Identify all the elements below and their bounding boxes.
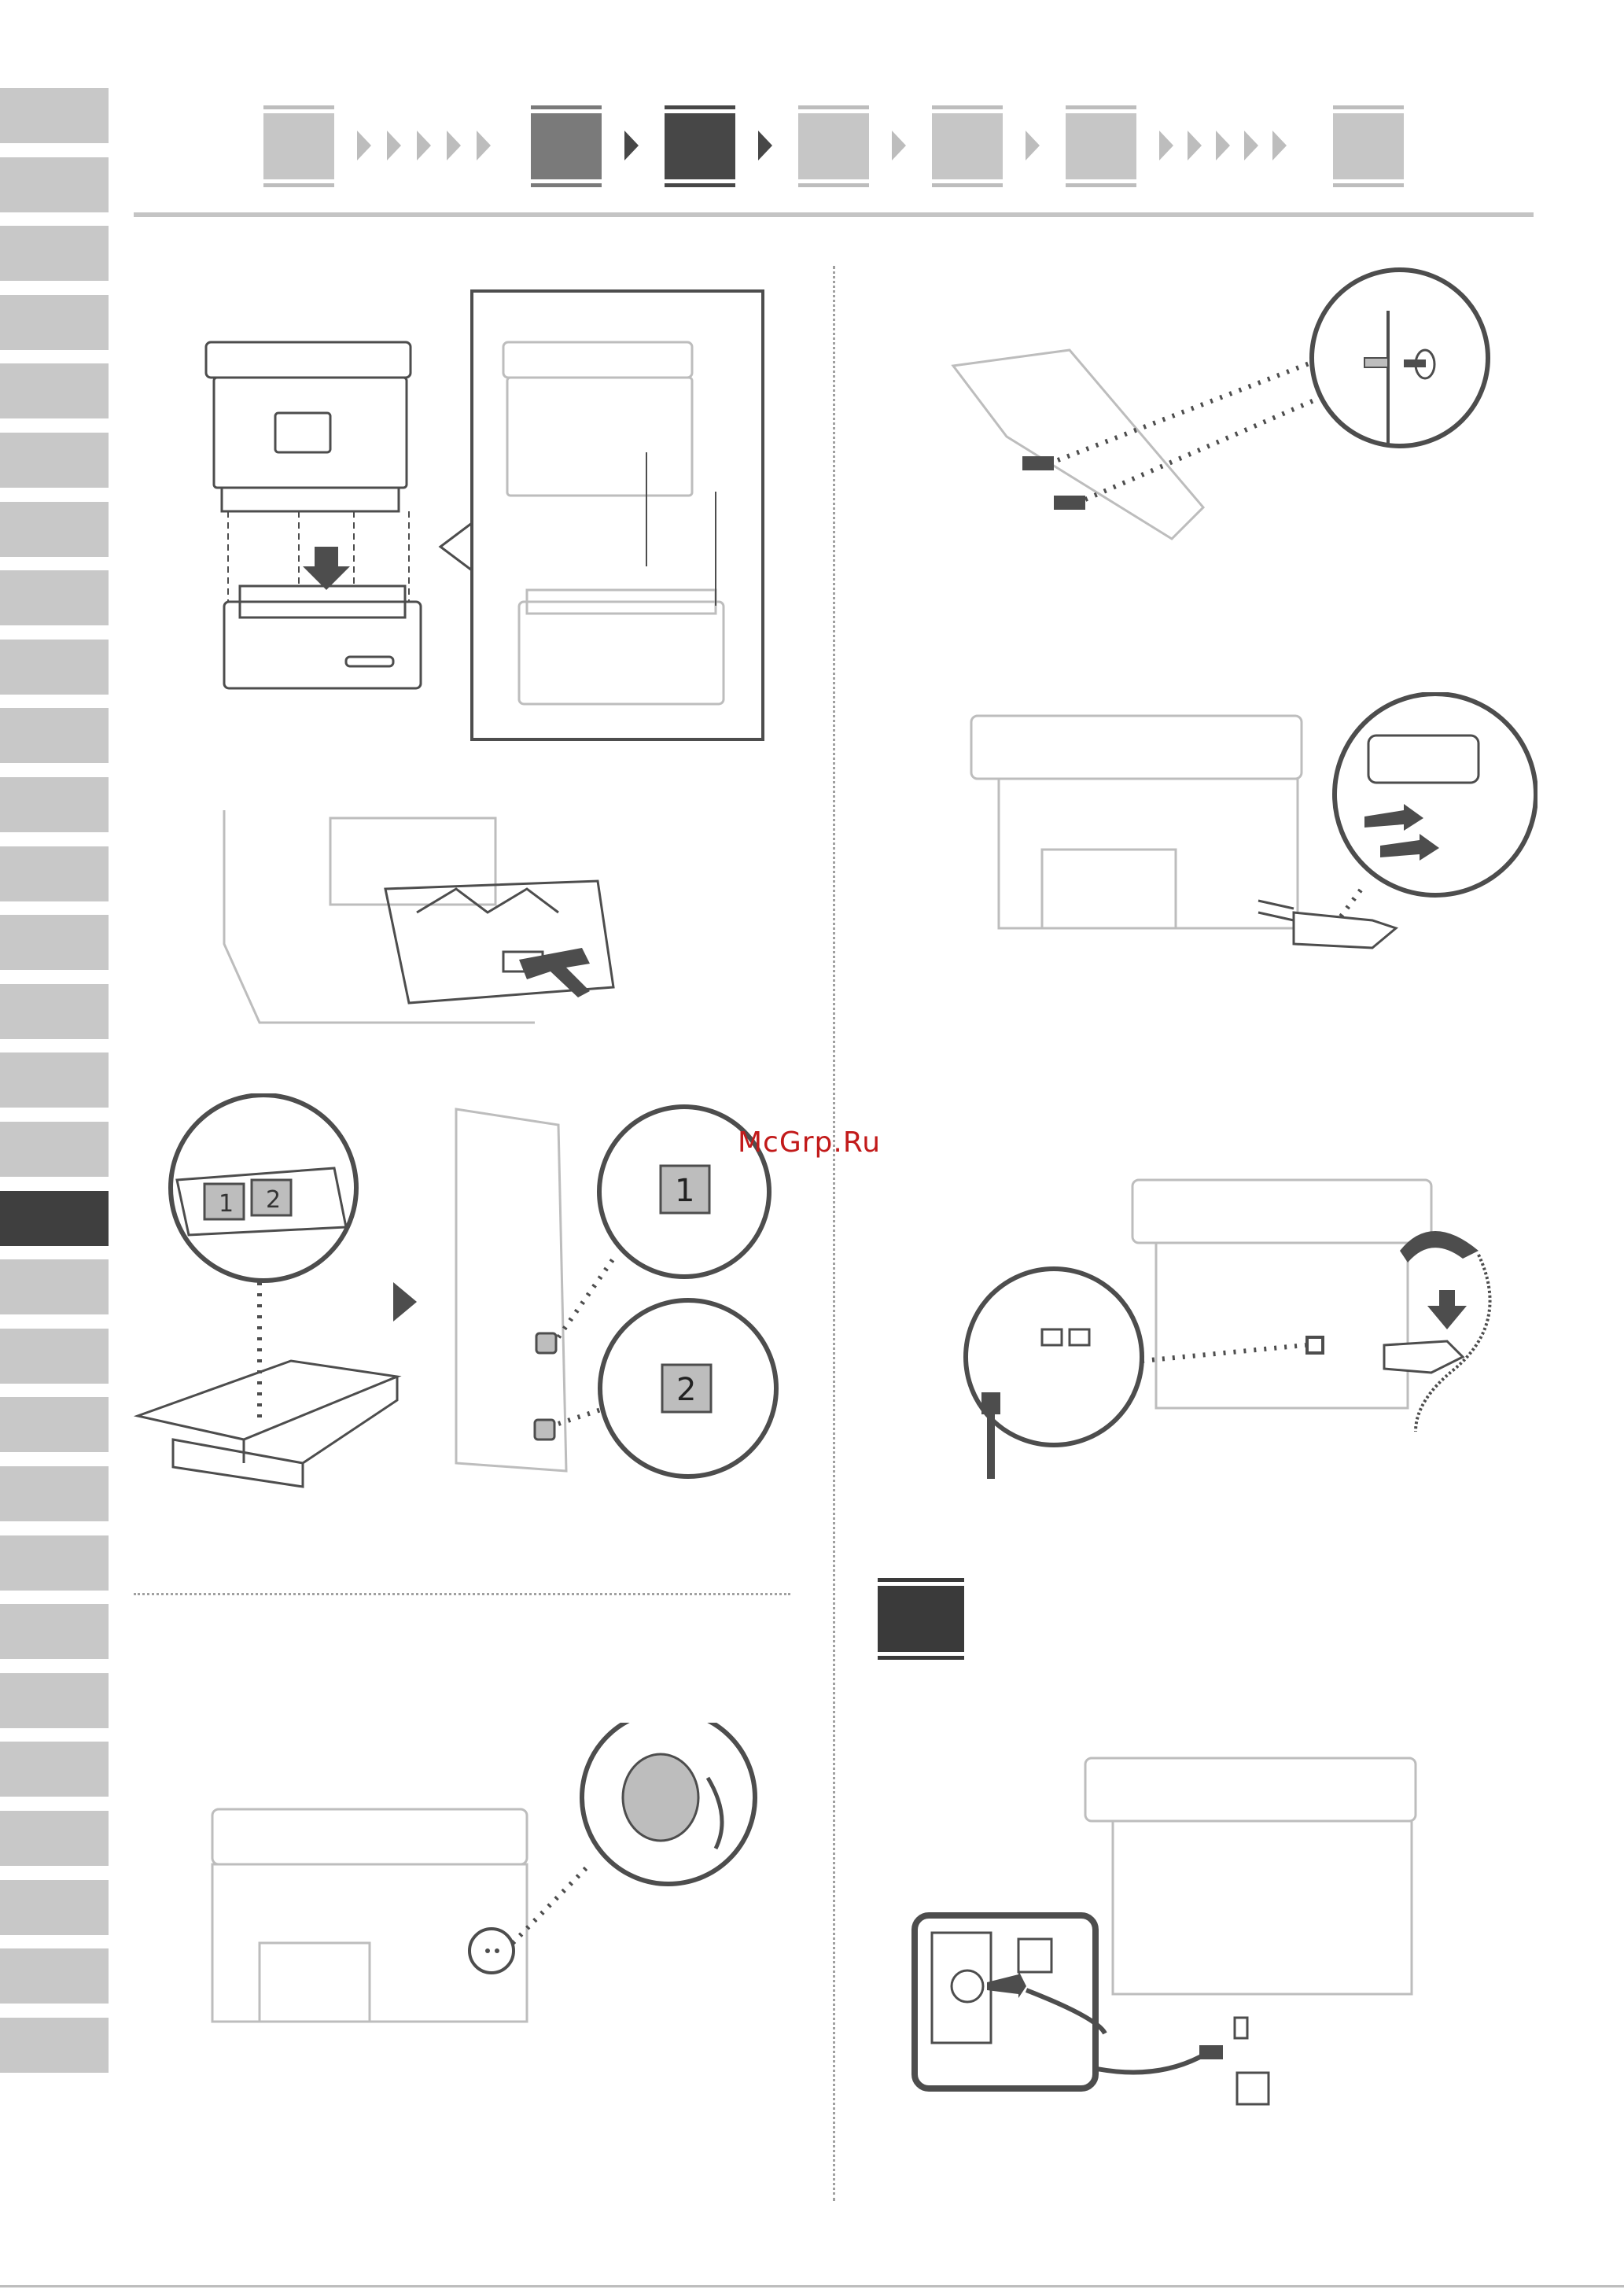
section-tab (0, 1122, 109, 1177)
section-tab (0, 1052, 109, 1108)
section-tab (0, 502, 109, 557)
tray-2-label: 2 (676, 1372, 696, 1408)
section-tab (0, 1466, 109, 1521)
section-tab (0, 433, 109, 488)
step-2 (531, 105, 602, 187)
section-tab (0, 157, 109, 212)
section-tab (0, 1811, 109, 1866)
label-2-text: 2 (266, 1186, 281, 1214)
section-tab (0, 1535, 109, 1591)
current-step-marker (878, 1578, 964, 1660)
arrow-chevrons-icon (354, 127, 511, 164)
section-tab (0, 1742, 109, 1797)
section-tab (0, 226, 109, 281)
footer-rule (0, 2285, 1624, 2287)
header-rule (134, 212, 1534, 217)
section-tab (0, 708, 109, 763)
arrow-right-icon (1022, 127, 1046, 164)
handset-cable-illustration (959, 1164, 1534, 1502)
section-tab (0, 1397, 109, 1452)
label-1-text: 1 (219, 1190, 234, 1218)
illustration-handset-cable (959, 1164, 1534, 1506)
attach-holder-illustration (963, 692, 1537, 1030)
remove-cap-illustration (204, 1723, 771, 2085)
watermark-text: McGrp.Ru (738, 1126, 881, 1159)
step-1 (263, 105, 334, 187)
step-4 (798, 105, 869, 187)
section-tab (0, 1191, 109, 1246)
arrow-right-icon (889, 127, 912, 164)
column-divider (833, 266, 835, 2201)
arrow-right-icon (621, 127, 645, 164)
step-3 (665, 105, 735, 187)
section-tab (0, 915, 109, 970)
handset-screws-illustration (944, 264, 1518, 562)
section-divider (134, 1593, 790, 1595)
arrow-right-icon (755, 127, 779, 164)
section-tab (0, 363, 109, 418)
section-tab (0, 1604, 109, 1659)
section-tab (0, 984, 109, 1039)
section-tab (0, 1673, 109, 1728)
illustration-insert-drawer (220, 802, 661, 1041)
printer-on-feeder-illustration (197, 287, 771, 743)
section-tab (0, 846, 109, 901)
section-tab (0, 295, 109, 350)
illustration-attach-holder (963, 692, 1537, 1034)
section-tab (0, 1948, 109, 2004)
illustration-attach-feeder (197, 287, 771, 747)
step-7 (1333, 105, 1404, 187)
illustration-remove-cap (204, 1723, 771, 2088)
section-tab (0, 777, 109, 832)
section-tab (0, 1329, 109, 1384)
section-tab (0, 570, 109, 625)
step-6 (1066, 105, 1136, 187)
power-cord-illustration (908, 1750, 1475, 2120)
size-label-illustration: 1 2 1 2 (134, 1093, 810, 1495)
illustration-power-cord (908, 1750, 1475, 2123)
illustration-size-labels: 1 2 1 2 (134, 1093, 810, 1498)
step-5 (932, 105, 1003, 187)
arrows-group-1 (354, 127, 511, 167)
arrow-chevrons-icon (1156, 127, 1313, 164)
section-tab (0, 1259, 109, 1314)
illustration-handset-screws (944, 264, 1518, 566)
section-tab (0, 2018, 109, 2073)
paper-drawer-illustration (220, 802, 661, 1038)
section-tab (0, 88, 109, 143)
section-tab (0, 1880, 109, 1935)
tray-1-label: 1 (675, 1173, 694, 1209)
section-tab (0, 640, 109, 695)
